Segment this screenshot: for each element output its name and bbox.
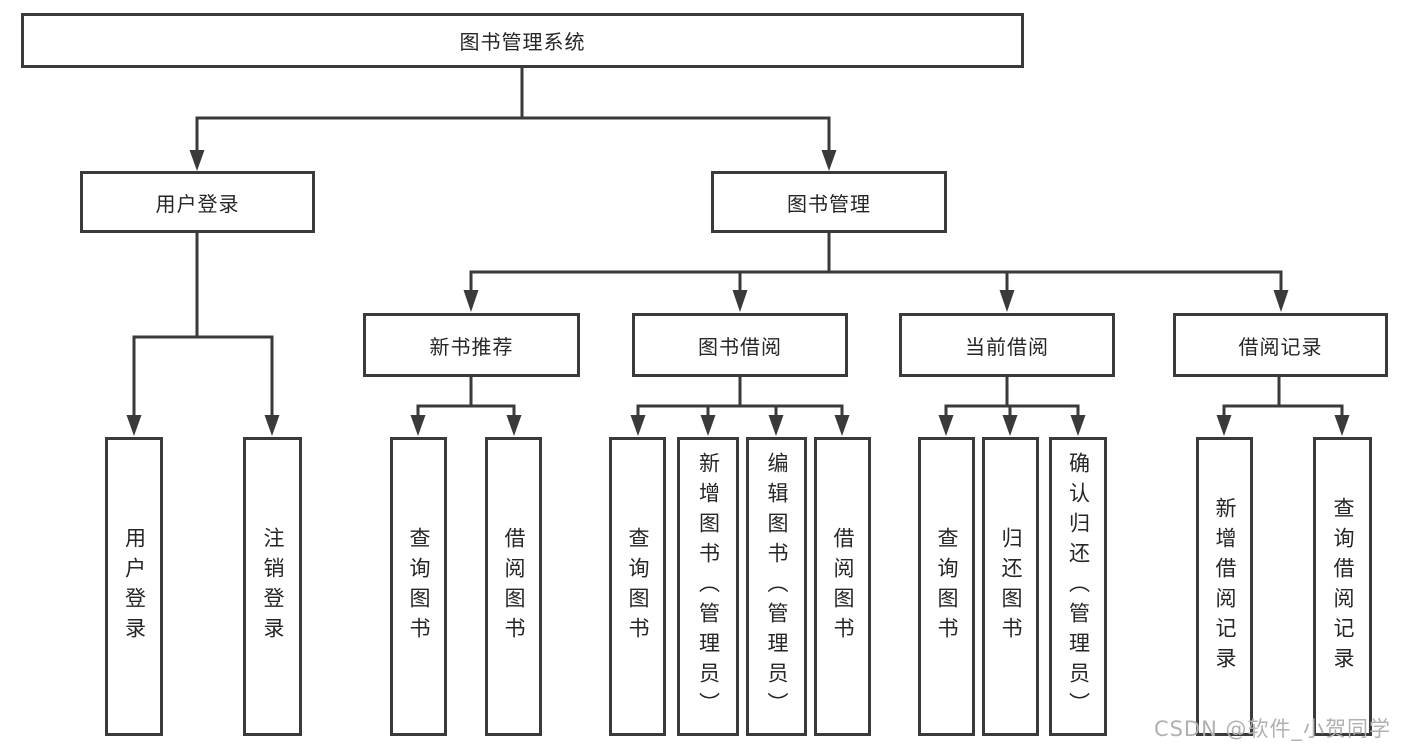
leaf-bb-add-books-admin: 新增图书（管理员） [677, 437, 739, 736]
connector-user-login [126, 231, 280, 436]
connector-book-management [463, 231, 1289, 312]
leaf-br-query-record: 查询借阅记录 [1313, 437, 1372, 736]
leaf-cb-confirm-return-admin: 确认归还（管理员） [1049, 437, 1107, 736]
node-root: 图书管理系统 [21, 13, 1024, 68]
connector-current-borrowing [938, 375, 1086, 436]
connector-borrowing-records [1216, 375, 1350, 436]
node-new-book-recommend: 新书推荐 [363, 313, 580, 377]
node-user-login: 用户登录 [80, 171, 315, 233]
node-borrowing-records: 借阅记录 [1173, 313, 1388, 377]
node-current-borrowing: 当前借阅 [899, 313, 1115, 377]
connector-root [189, 65, 837, 171]
watermark: CSDN @软件_小贺同学 [1153, 717, 1391, 741]
leaf-cb-query-books: 查询图书 [918, 437, 975, 736]
leaf-cb-return-books: 归还图书 [982, 437, 1039, 736]
node-book-management: 图书管理 [711, 171, 947, 233]
leaf-nbr-borrow-books: 借阅图书 [485, 437, 542, 736]
leaf-bb-edit-books-admin: 编辑图书（管理员） [746, 437, 807, 736]
leaf-bb-query-books: 查询图书 [609, 437, 666, 736]
connector-new-book-recommend [410, 375, 522, 436]
leaf-br-add-record: 新增借阅记录 [1196, 437, 1253, 736]
leaf-user-login: 用户登录 [105, 437, 163, 736]
leaf-bb-borrow-books: 借阅图书 [814, 437, 871, 736]
node-book-borrowing: 图书借阅 [632, 313, 848, 377]
leaf-nbr-query-books: 查询图书 [390, 437, 447, 736]
connector-book-borrowing [630, 375, 850, 436]
leaf-logout: 注销登录 [243, 437, 302, 736]
